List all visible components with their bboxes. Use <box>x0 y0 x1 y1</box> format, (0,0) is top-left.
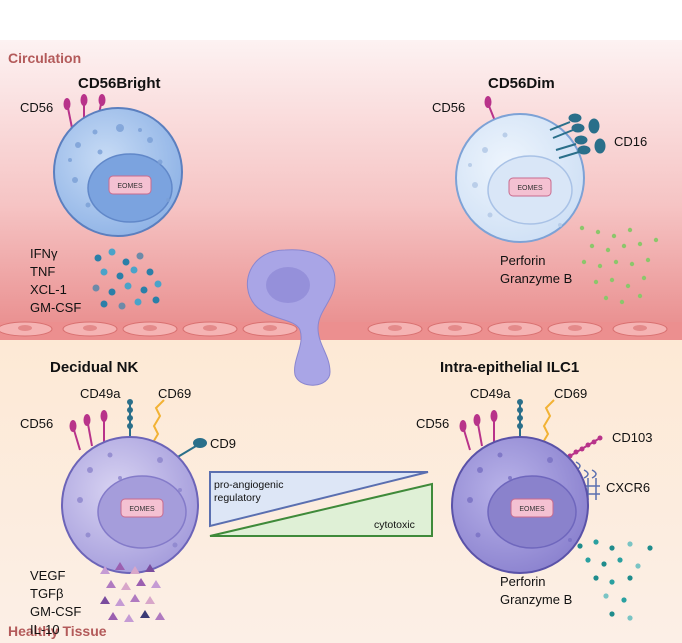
ie-ilc1-secreted-0: Perforin <box>500 574 546 589</box>
gradient-top-line2: regulatory <box>214 492 261 504</box>
ie-ilc1-cd56-label: CD56 <box>416 416 449 431</box>
gradient-triangle-green <box>209 482 433 537</box>
cd56dim-title: CD56Dim <box>488 75 555 92</box>
cd56dim-eomes: EOMES <box>517 185 543 192</box>
ie-ilc1-cd103-label: CD103 <box>612 430 652 445</box>
cd56dim-cell: CD56Dim EOMES CD56 CD16 Perforin Granzym… <box>432 75 659 305</box>
cd56dim-secreted-0: Perforin <box>500 253 546 268</box>
cd56bright-secreted-1: TNF <box>30 264 55 279</box>
cd56bright-secreted-2: XCL-1 <box>30 282 67 297</box>
ie-ilc1-title: Intra-epithelial ILC1 <box>440 359 579 376</box>
cd56bright-secreted-3: GM-CSF <box>30 300 81 315</box>
region-label-circulation: Circulation <box>8 50 81 66</box>
functional-gradient: pro-angiogenic regulatory cytotoxic <box>209 471 433 537</box>
cd56bright-secreted-0: IFNγ <box>30 246 58 261</box>
region-label-healthy-tissue: Healthy Tissue <box>8 623 107 639</box>
ie-ilc1-cd49a-label: CD49a <box>470 386 511 401</box>
decidual-nk-cd69-label: CD69 <box>158 386 191 401</box>
gradient-bottom-label: cytotoxic <box>374 519 415 531</box>
decidual-nk-secreted-3: IL-10 <box>30 622 60 637</box>
cd56bright-title: CD56Bright <box>78 75 161 92</box>
ie-ilc1-eomes: EOMES <box>519 506 545 513</box>
ie-ilc1-cell: Intra-epithelial ILC1 EOMES CD56 <box>416 359 653 621</box>
decidual-nk-cd56-markers <box>69 410 108 451</box>
decidual-nk-cd9-label: CD9 <box>210 436 236 451</box>
gradient-top-line1: pro-angiogenic <box>214 479 283 491</box>
decidual-nk-cd49a-marker <box>127 399 133 440</box>
ie-ilc1-cd49a-marker <box>517 399 523 440</box>
decidual-nk-cd56-label: CD56 <box>20 416 53 431</box>
ie-ilc1-cd69-label: CD69 <box>554 386 587 401</box>
cd56dim-cd16-label: CD16 <box>614 134 647 149</box>
decidual-nk-secreted-0: VEGF <box>30 568 65 583</box>
cd56dim-secreted-1: Granzyme B <box>500 271 572 286</box>
decidual-nk-eomes: EOMES <box>129 506 155 513</box>
decidual-nk-secreted-2: GM-CSF <box>30 604 81 619</box>
ie-ilc1-granule-particles <box>577 539 653 621</box>
cd16-receptors <box>549 113 606 159</box>
cd56bright-cell: CD56Bright EOMES CD56 IFNγ TNF XCL-1 GM-… <box>20 75 183 315</box>
cd56bright-cd56-label: CD56 <box>20 100 53 115</box>
cd56bright-eomes: EOMES <box>117 183 143 190</box>
cd56dim-granule-particles <box>579 225 659 305</box>
ie-ilc1-cxcr6-label: CXCR6 <box>606 480 650 495</box>
decidual-nk-cell: Decidual NK EOMES CD56 CD49a CD69 CD9 V <box>20 359 236 637</box>
decidual-nk-cd69-marker <box>151 399 165 445</box>
cd56bright-cytokine-particles <box>92 248 162 310</box>
endothelial-layer <box>0 321 682 340</box>
ie-ilc1-cd69-marker <box>541 399 555 445</box>
decidual-nk-cytokine-triangles <box>100 562 165 622</box>
ie-ilc1-cd56-markers <box>459 410 498 451</box>
decidual-nk-cd49a-label: CD49a <box>80 386 121 401</box>
gradient-triangle-blue <box>209 471 429 528</box>
decidual-nk-title: Decidual NK <box>50 359 139 376</box>
cd56dim-cd56-label: CD56 <box>432 100 465 115</box>
decidual-nk-secreted-1: TGFβ <box>30 586 63 601</box>
ie-ilc1-secreted-1: Granzyme B <box>500 592 572 607</box>
migrating-cell <box>246 249 336 386</box>
